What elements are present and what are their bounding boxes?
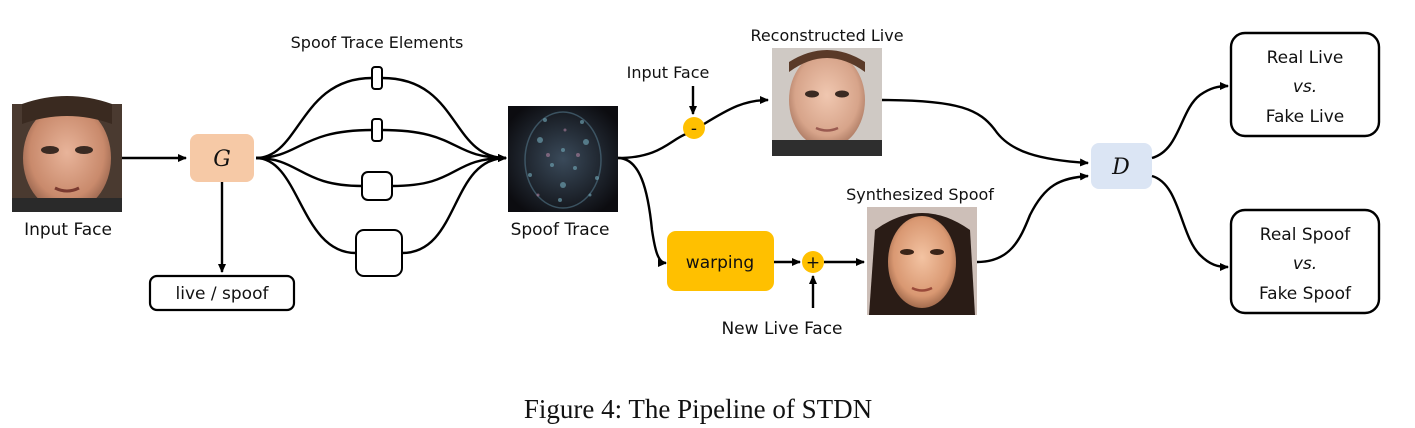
arrow-minus-to-reconstructed (703, 96, 769, 126)
trace-branches (255, 76, 507, 255)
minus-symbol: - (691, 119, 697, 139)
reconstructed-live-image (772, 48, 882, 156)
real-live-output-box (1229, 31, 1381, 138)
real-spoof-line1: Real Spoof (1260, 225, 1351, 245)
figure-caption: Figure 4: The Pipeline of STDN (524, 394, 872, 424)
real-spoof-line2: vs. (1293, 254, 1317, 274)
arrow-discriminator-to-live-output (1151, 82, 1229, 160)
new-live-face-label: New Live Face (721, 319, 842, 339)
arrow-discriminator-to-spoof-output (1151, 174, 1229, 271)
generator-label: G (213, 147, 231, 172)
trace-element-2 (371, 118, 383, 142)
real-live-line2: vs. (1293, 77, 1317, 97)
real-spoof-line3: Fake Spoof (1259, 284, 1352, 304)
arrow-trace-to-warping (617, 156, 667, 267)
real-live-line3: Fake Live (1266, 107, 1344, 127)
plus-symbol: + (806, 253, 820, 273)
live-spoof-box (148, 274, 296, 312)
trace-element-1 (371, 66, 383, 90)
input-face-label: Input Face (24, 220, 112, 240)
arrow-trace-to-minus (617, 132, 687, 160)
arrow-synthesized-to-discriminator (976, 172, 1089, 264)
synthesized-spoof-image (867, 207, 977, 315)
real-live-line1: Real Live (1267, 48, 1344, 68)
synthesized-spoof-label: Synthesized Spoof (846, 185, 994, 204)
live-spoof-label: live / spoof (176, 284, 270, 304)
warping-label: warping (686, 253, 754, 273)
discriminator-box (1091, 143, 1152, 189)
input-face-top-label: Input Face (627, 63, 710, 82)
trace-element-3 (361, 171, 393, 201)
reconstructed-live-label: Reconstructed Live (750, 26, 903, 45)
trace-element-4 (355, 229, 403, 277)
generator-box (190, 134, 254, 182)
discriminator-label: D (1111, 155, 1130, 180)
spoof-trace-label: Spoof Trace (511, 220, 610, 240)
minus-operator (683, 117, 705, 139)
plus-operator (802, 251, 824, 273)
spoof-trace-image (508, 106, 618, 212)
warping-box (667, 231, 774, 291)
arrow-reconstructed-to-discriminator (881, 98, 1089, 167)
real-spoof-output-box (1229, 208, 1381, 315)
spoof-trace-elements-label: Spoof Trace Elements (291, 33, 464, 52)
input-face-image (12, 96, 122, 212)
